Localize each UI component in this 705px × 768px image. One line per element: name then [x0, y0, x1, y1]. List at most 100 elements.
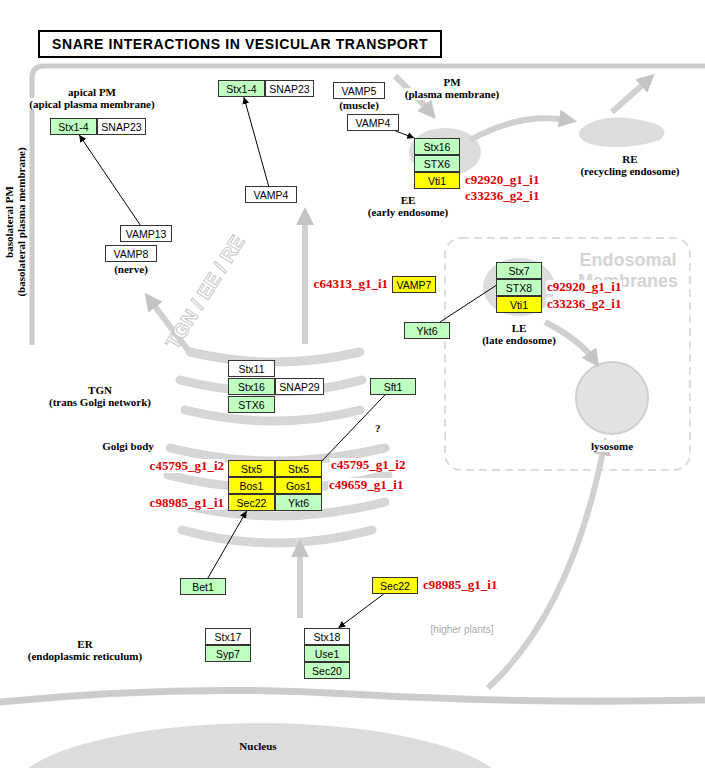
gene-box: Stx5	[275, 460, 322, 477]
interaction-arrow	[338, 594, 383, 628]
gene-name: Stx1-4	[226, 83, 256, 95]
gene-id: c98985_g1_i1	[422, 578, 498, 592]
gene-id: c92920_g1_i1	[546, 280, 622, 294]
gene-box: VAMP5	[333, 82, 385, 99]
gene-box: VAMP8	[105, 245, 157, 262]
gene-name: STX6	[238, 399, 264, 411]
gene-name: Gos1	[286, 480, 311, 492]
gene-box: SNAP23	[97, 118, 146, 135]
gene-name: Sec20	[312, 665, 342, 677]
gene-name: Sft1	[384, 381, 403, 393]
gene-name: SNAP29	[279, 381, 319, 393]
gene-name: Vti1	[428, 175, 446, 187]
gene-id: c33236_g2_i1	[464, 189, 540, 203]
organelle-label: Nucleus	[239, 740, 276, 752]
gene-box: Stx7	[496, 262, 542, 279]
gene-name: Ykt6	[416, 325, 437, 337]
gene-name: Use1	[315, 648, 340, 660]
interaction-arrow	[208, 511, 247, 578]
organelle-label: RE	[621, 153, 638, 165]
gene-name: VAMP4	[254, 189, 289, 201]
gene-box: STX6	[228, 396, 275, 413]
gene-id: c64313_g1_i1	[313, 277, 389, 291]
gene-name: STX8	[506, 282, 532, 294]
gene-id: c33236_g2_i1	[546, 297, 622, 311]
gene-name: Stx5	[288, 463, 309, 475]
gene-box: Bet1	[180, 578, 226, 595]
gene-box: Ykt6	[275, 494, 322, 511]
gene-name: Stx1-4	[58, 121, 88, 133]
gene-box: VAMP13	[120, 225, 172, 242]
recycling-endosome	[579, 118, 664, 148]
gene-box: Stx16	[414, 138, 460, 155]
organelle-label: (apical plasma membrane)	[28, 98, 155, 110]
organelle-label: EE	[400, 194, 417, 206]
lysosome	[576, 362, 648, 434]
gene-name: SNAP23	[101, 121, 141, 133]
organelle-label: PM	[442, 76, 461, 88]
gene-name: Ykt6	[288, 497, 309, 509]
organelle-label: Golgi body	[101, 440, 155, 452]
gene-name: Syp7	[216, 648, 240, 660]
gene-name: Stx17	[215, 631, 242, 643]
early-endosome	[409, 128, 481, 176]
golgi-cisternae	[168, 352, 388, 543]
organelle-label: ER	[76, 638, 93, 650]
gene-id: c45795_g1_i2	[149, 459, 225, 473]
gene-box: Vti1	[496, 296, 542, 313]
organelle-label: (late endosome)	[481, 334, 557, 346]
gene-id: c49659_g1_i1	[328, 478, 404, 492]
organelle-label: lysosome	[590, 440, 634, 452]
gene-box: Syp7	[205, 645, 251, 662]
interaction-arrow	[244, 97, 269, 186]
gene-box: Stx18	[304, 628, 350, 645]
transport-arrows	[150, 76, 648, 688]
gene-name: Sec22	[237, 497, 267, 509]
organelle-label: (muscle)	[338, 99, 380, 111]
endosomal-region	[445, 238, 690, 470]
gene-box: Stx1-4	[50, 118, 97, 135]
gene-box: Sec22	[372, 577, 418, 594]
gene-name: Stx7	[508, 265, 529, 277]
gene-box: Stx16	[228, 378, 275, 395]
organelle-label: (nerve)	[113, 263, 149, 275]
gene-box: Use1	[304, 645, 350, 662]
gene-name: Stx5	[241, 463, 262, 475]
interaction-arrow	[79, 135, 140, 225]
diagram-title: SNARE INTERACTIONS IN VESICULAR TRANSPOR…	[38, 30, 442, 58]
gene-box: Sec22	[228, 494, 275, 511]
organelle-label: basolateral PM	[3, 185, 15, 259]
gene-box: Sec20	[304, 662, 350, 679]
gene-id: c45795_g1_i2	[330, 458, 406, 472]
gene-name: VAMP8	[114, 248, 149, 260]
gene-box: STX8	[496, 279, 542, 296]
gene-name: VAMP5	[342, 85, 377, 97]
organelle-label: TGN	[87, 384, 113, 396]
gene-name: SNAP23	[269, 83, 309, 95]
gene-name: Sec22	[380, 580, 410, 592]
gene-box: SNAP23	[265, 80, 314, 97]
gene-box: Vti1	[414, 172, 460, 189]
organelle-label: (recycling endosome)	[579, 165, 680, 177]
gene-box: Sft1	[370, 378, 416, 395]
gene-name: Stx16	[238, 381, 265, 393]
gene-name: STX6	[424, 158, 450, 170]
gene-name: Bos1	[240, 480, 264, 492]
gene-box: VAMP4	[245, 186, 297, 203]
gene-box: Gos1	[275, 477, 322, 494]
nucleus	[10, 723, 510, 768]
organelle-label: apical PM	[67, 86, 117, 98]
organelle-label: (plasma membrane)	[404, 88, 500, 100]
gene-box: Stx1-4	[218, 80, 265, 97]
gene-name: Vti1	[510, 299, 528, 311]
gene-name: Stx18	[314, 631, 341, 643]
gene-name: Bet1	[192, 581, 214, 593]
gene-box: VAMP4	[347, 114, 399, 131]
gene-box: Bos1	[228, 477, 275, 494]
gene-box: STX6	[414, 155, 460, 172]
gene-name: VAMP13	[126, 228, 167, 240]
gene-name: VAMP7	[397, 279, 432, 291]
gene-id: c92920_g1_i1	[464, 173, 540, 187]
gene-box: VAMP7	[392, 276, 436, 293]
note-label: [higher plants]	[430, 624, 495, 635]
